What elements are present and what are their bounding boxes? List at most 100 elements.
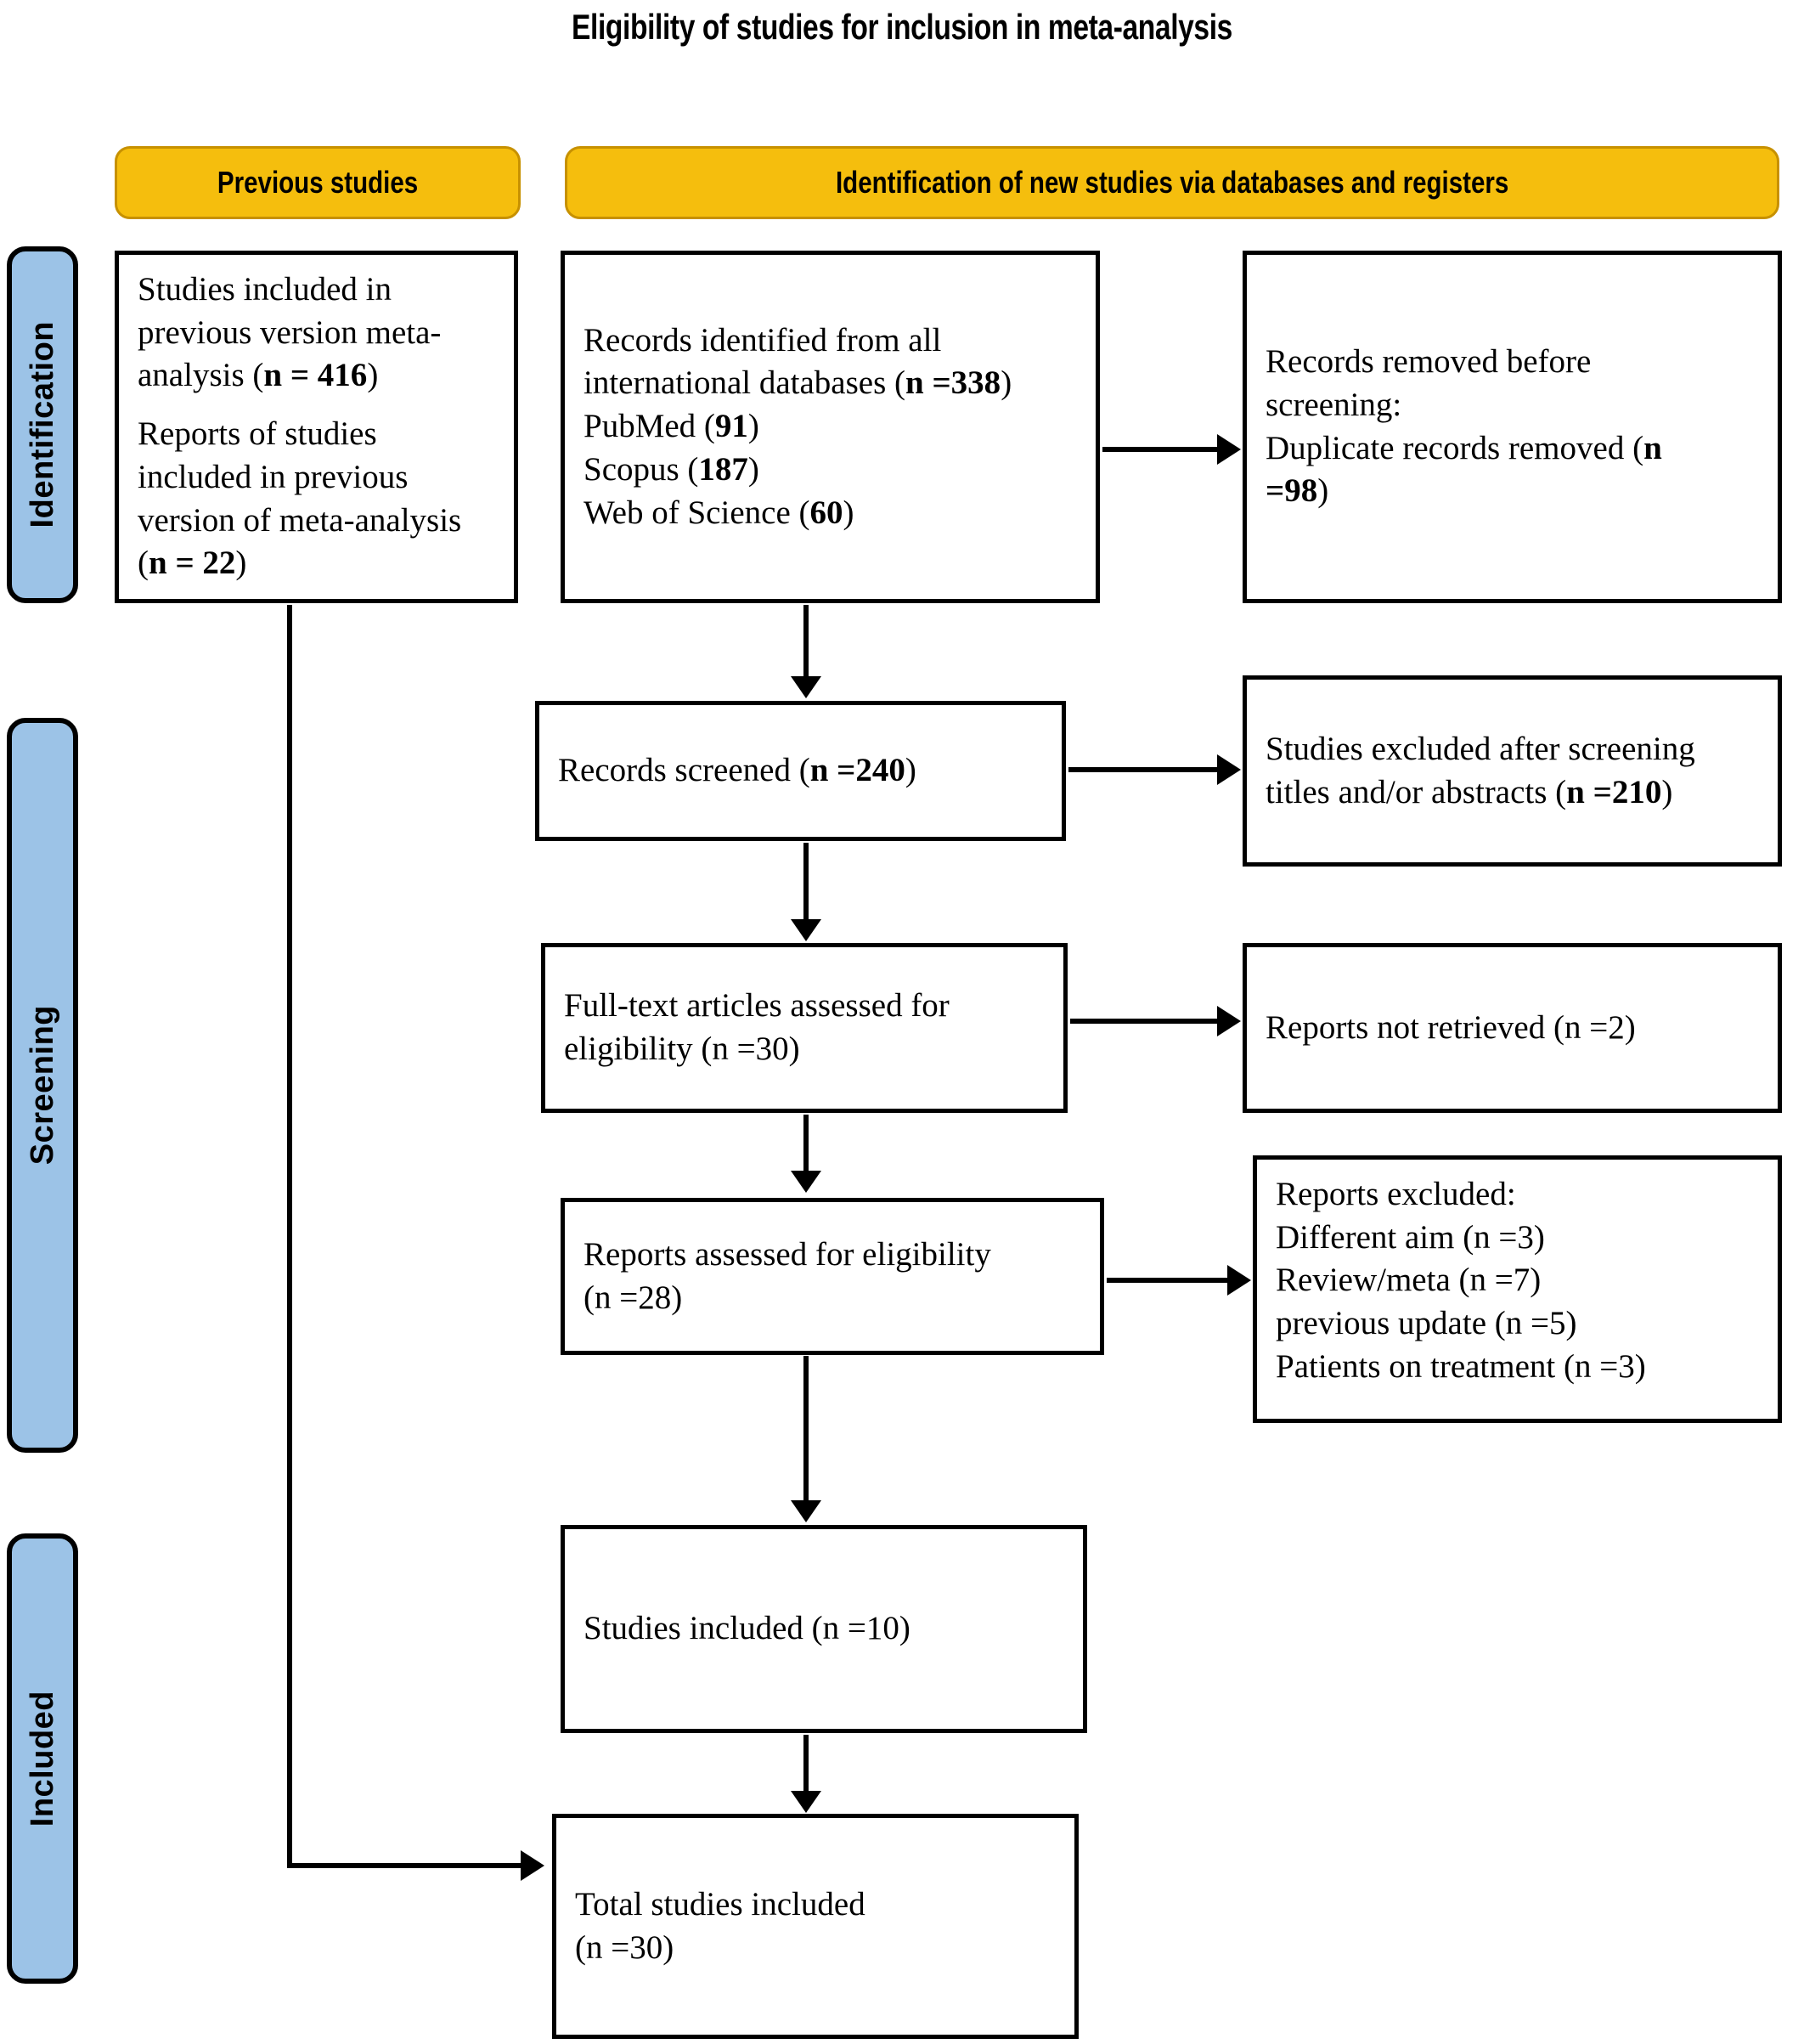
studies-incl-line1: Studies included (n =10) <box>583 1610 910 1647</box>
removed-line1: Records removed before <box>1266 343 1592 381</box>
box-previous-studies-line3: analysis (n = 416) <box>138 354 495 398</box>
excluded-scr-line1: Studies excluded after screening <box>1266 730 1695 767</box>
box-records-screened: Records screened (n =240) <box>535 701 1066 841</box>
prev-l7-count: n = 22 <box>149 545 236 582</box>
header-identification: Identification of new studies via databa… <box>565 146 1779 219</box>
removed-count: =98 <box>1266 472 1318 510</box>
stage-label-identification: Identification <box>7 246 78 603</box>
arrow-screened-to-fulltext <box>791 919 821 941</box>
scopus-suffix: ) <box>747 450 759 488</box>
wos-suffix: ) <box>843 494 854 531</box>
notretrieved-line1: Reports not retrieved (n =2) <box>1266 1008 1636 1046</box>
reports-exc-line4: previous update (n =5) <box>1276 1305 1577 1342</box>
connector-studies-to-total <box>803 1735 809 1793</box>
connector-fulltext-to-notretrieved <box>1070 1019 1219 1024</box>
excl-scr-prefix: titles and/or abstracts ( <box>1266 773 1567 810</box>
box-fulltext-assessed: Full-text articles assessed for eligibil… <box>541 943 1068 1113</box>
prev-l3-suffix: ) <box>367 357 379 394</box>
connector-screened-to-excluded <box>1068 767 1219 772</box>
box-reports-assessed-eligibility: Reports assessed for eligibility (n =28) <box>561 1198 1104 1355</box>
removed-l3-n: n <box>1643 429 1662 466</box>
arrow-fulltext-to-notretrieved <box>1217 1006 1241 1036</box>
prev-l3-count: n = 416 <box>263 357 368 394</box>
removed-l4-suffix: ) <box>1317 472 1329 510</box>
wos-label: Web of Science ( <box>583 494 810 531</box>
connector-previous-vertical <box>287 605 292 1868</box>
reports-exc-line5: Patients on treatment (n =3) <box>1276 1347 1646 1385</box>
stage-label-screening: Screening <box>7 718 78 1453</box>
identified-line5-wos: Web of Science (60) <box>583 492 1077 535</box>
removed-line2: screening: <box>1266 386 1402 423</box>
box-previous-studies: Studies included in previous version met… <box>115 251 518 603</box>
screened-line1: Records screened (n =240) <box>558 749 1043 793</box>
reports-exc-line3: Review/meta (n =7) <box>1276 1262 1542 1299</box>
reports-elig-line1: Reports assessed for eligibility <box>583 1235 991 1273</box>
prev-l7-prefix: ( <box>138 545 149 582</box>
arrow-identified-to-screened <box>791 676 821 698</box>
fulltext-line2: eligibility (n =30) <box>564 1030 800 1067</box>
identified-line4-scopus: Scopus (187) <box>583 449 1077 492</box>
excl-scr-count: n =210 <box>1566 773 1662 810</box>
box-previous-studies-line5: included in previous <box>138 458 409 495</box>
arrow-previous-to-total <box>521 1850 544 1881</box>
identified-line1: Records identified from all <box>583 321 942 359</box>
removed-line3: Duplicate records removed (n <box>1266 427 1759 471</box>
identified-line3-pubmed: PubMed (91) <box>583 405 1077 449</box>
box-reports-excluded: Reports excluded: Different aim (n =3) R… <box>1253 1155 1782 1423</box>
screened-count: n =240 <box>809 752 905 789</box>
excl-scr-suffix: ) <box>1661 773 1673 810</box>
arrow-screened-to-excluded <box>1217 754 1241 785</box>
reports-exc-line2: Different aim (n =3) <box>1276 1218 1545 1256</box>
ident-l2-suffix: ) <box>1001 364 1012 402</box>
header-identification-label: Identification of new studies via databa… <box>835 165 1509 200</box>
total-incl-line2: (n =30) <box>575 1928 674 1966</box>
fulltext-line1: Full-text articles assessed for <box>564 987 950 1025</box>
arrow-fulltext-to-reports <box>791 1171 821 1193</box>
header-previous-studies-label: Previous studies <box>217 165 419 200</box>
box-previous-studies-line7: (n = 22) <box>138 542 495 585</box>
connector-reports-to-studies-included <box>803 1356 809 1502</box>
pubmed-label: PubMed ( <box>583 408 715 445</box>
pubmed-suffix: ) <box>747 408 759 445</box>
box-previous-studies-line1: Studies included in <box>138 271 392 308</box>
connector-previous-horizontal <box>287 1863 522 1868</box>
prev-l7-suffix: ) <box>235 545 247 582</box>
ident-l2-count: n =338 <box>905 364 1001 402</box>
box-studies-included: Studies included (n =10) <box>561 1525 1087 1733</box>
reports-elig-line2: (n =28) <box>583 1279 683 1316</box>
page-title: Eligibility of studies for inclusion in … <box>572 7 1232 47</box>
ident-l2-prefix: international databases ( <box>583 364 906 402</box>
arrow-studies-to-total <box>791 1791 821 1813</box>
arrow-reports-to-studies-included <box>791 1500 821 1522</box>
box-previous-studies-line6: version of meta-analysis <box>138 501 462 539</box>
arrow-reports-to-excluded <box>1227 1265 1251 1296</box>
stage-label-screening-text: Screening <box>24 1005 60 1166</box>
box-total-studies-included: Total studies included (n =30) <box>552 1814 1079 2039</box>
scopus-count: 187 <box>698 450 748 488</box>
total-incl-line1: Total studies included <box>575 1885 865 1923</box>
scopus-label: Scopus ( <box>583 450 699 488</box>
stage-label-included-text: Included <box>24 1690 60 1827</box>
excluded-scr-line2: titles and/or abstracts (n =210) <box>1266 771 1759 815</box>
box-records-identified: Records identified from all internationa… <box>561 251 1100 603</box>
connector-identified-to-screened <box>803 605 809 678</box>
box-previous-studies-line4: Reports of studies <box>138 415 377 453</box>
arrow-identified-to-removed <box>1217 434 1241 465</box>
connector-screened-to-fulltext <box>803 843 809 921</box>
wos-count: 60 <box>809 494 843 531</box>
stage-label-included: Included <box>7 1533 78 1984</box>
prev-l3-prefix: analysis ( <box>138 357 264 394</box>
header-previous-studies: Previous studies <box>115 146 521 219</box>
box-records-removed: Records removed before screening: Duplic… <box>1243 251 1782 603</box>
screened-suffix: ) <box>905 752 916 789</box>
connector-identified-to-removed <box>1102 447 1219 452</box>
box-studies-excluded-screening: Studies excluded after screening titles … <box>1243 675 1782 867</box>
removed-l3-prefix: Duplicate records removed ( <box>1266 429 1644 466</box>
pubmed-count: 91 <box>714 408 748 445</box>
identified-line2: international databases (n =338) <box>583 362 1077 405</box>
box-reports-not-retrieved: Reports not retrieved (n =2) <box>1243 943 1782 1113</box>
spacer <box>138 398 495 413</box>
connector-reports-to-excluded <box>1107 1278 1229 1283</box>
stage-label-identification-text: Identification <box>24 321 60 528</box>
